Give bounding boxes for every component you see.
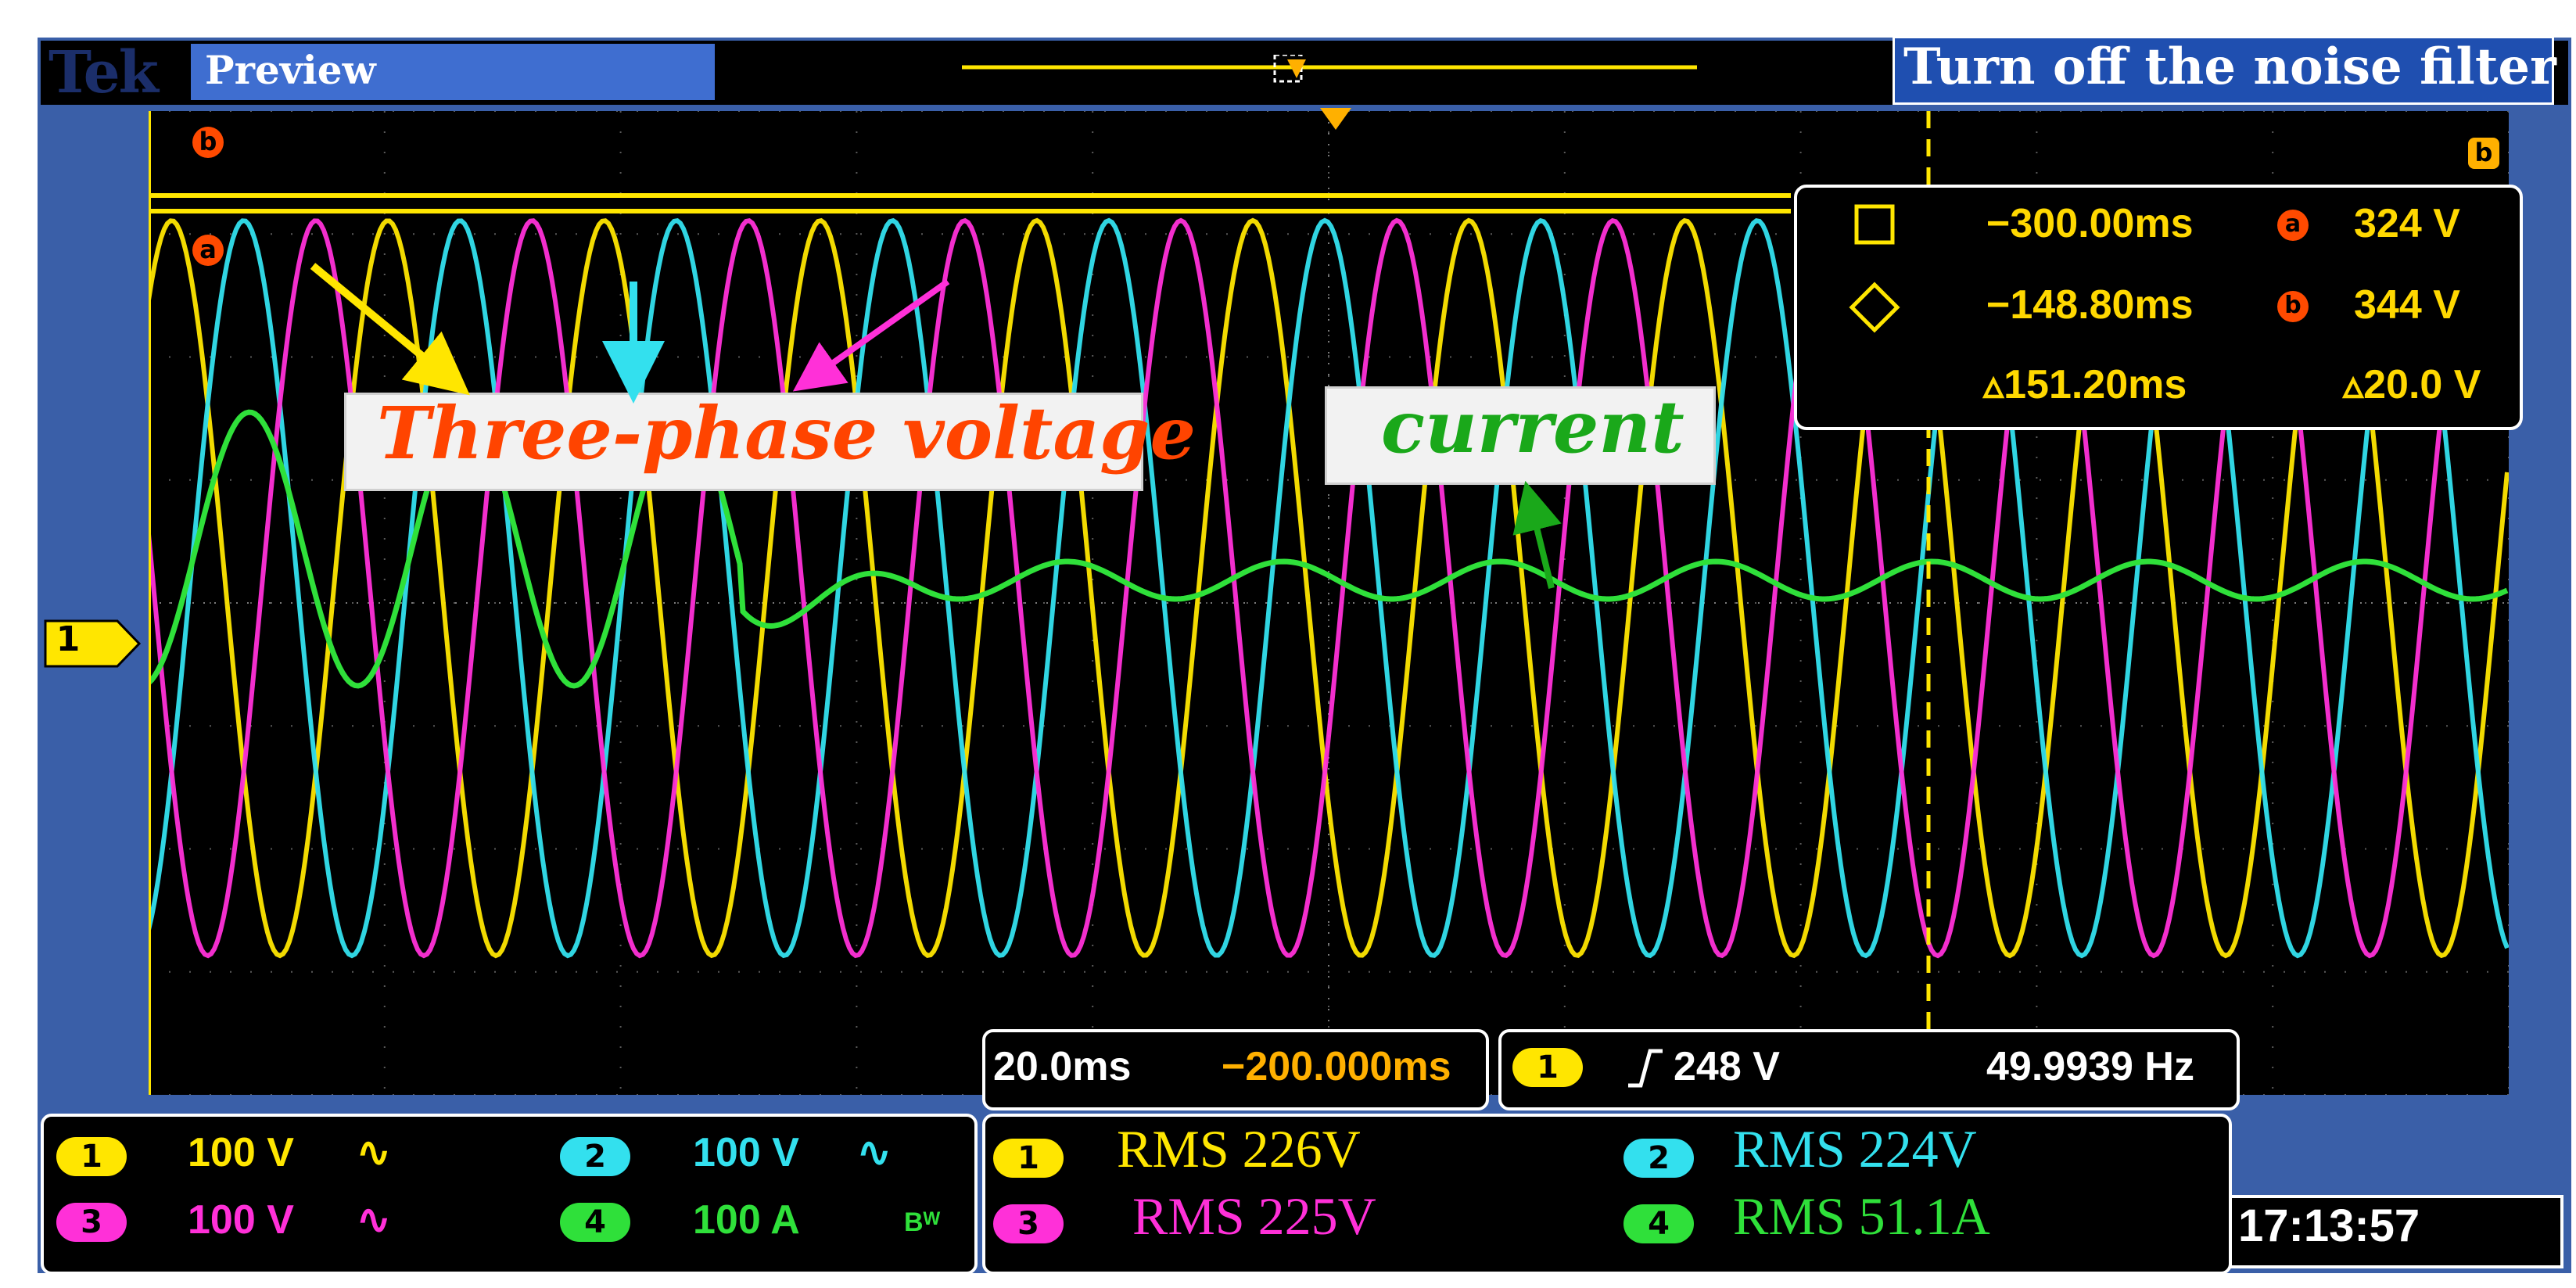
channel-settings-panel[interactable] — [41, 1114, 978, 1275]
measurement-panel[interactable] — [982, 1114, 2232, 1275]
channel-3-coupling-icon: ∿ — [357, 1197, 391, 1243]
channel-2-trace — [149, 217, 2509, 959]
record-overview-bar[interactable] — [938, 55, 1720, 109]
channel-4-badge[interactable]: 4 — [560, 1203, 630, 1242]
measurement-4-badge: 4 — [1623, 1204, 1694, 1243]
cursor-b-marker[interactable]: b — [192, 127, 224, 158]
current-annotation-box — [1325, 386, 1716, 485]
cursor-b-right-label: b — [2474, 138, 2493, 167]
channel-4-waveform — [149, 409, 2509, 689]
cursor-b-right-marker[interactable]: b — [2468, 138, 2499, 169]
measurement-1-badge: 1 — [993, 1139, 1064, 1178]
trigger-source-badge: 1 — [1512, 1048, 1583, 1087]
cursor-a-badge-icon: a — [2277, 210, 2309, 241]
measurement-3-value: RMS 225V — [1132, 1186, 1376, 1246]
cursor-b-marker-label: b — [199, 127, 217, 156]
cursor-b-value: 344 V — [2354, 282, 2460, 328]
channel-3-badge[interactable]: 3 — [56, 1203, 127, 1242]
cursor-lines[interactable] — [149, 111, 1931, 1095]
voltage-annotation-box — [344, 393, 1143, 491]
cursor-readout-panel[interactable] — [1794, 185, 2523, 430]
clock: 17:13:57 — [2238, 1200, 2420, 1251]
clock-box — [2229, 1195, 2563, 1268]
trigger-frequency: 49.9939 Hz — [1986, 1044, 2194, 1089]
trigger-level: 248 V — [1674, 1044, 1780, 1089]
mode-tab[interactable] — [191, 44, 715, 100]
channel-4-bandwidth-icon: Bᵂ — [904, 1207, 941, 1237]
channel-3-scale: 100 V — [188, 1197, 294, 1243]
channel-2-waveform — [149, 217, 2509, 959]
channel-1-scale: 100 V — [188, 1130, 294, 1175]
delta-value: ▵20.0 V — [2343, 362, 2481, 407]
timebase-position: −200.000ms — [1222, 1044, 1451, 1089]
mode-tab-label: Preview — [205, 47, 376, 93]
cursor2-time: −148.80ms — [1986, 282, 2194, 328]
measurement-3-badge: 3 — [993, 1204, 1064, 1243]
cursor-a-value: 324 V — [2354, 201, 2460, 246]
trigger-panel[interactable] — [1498, 1029, 2240, 1110]
channel-4-trace — [149, 409, 2509, 689]
timebase-panel[interactable] — [982, 1029, 1489, 1110]
channel-2-coupling-icon: ∿ — [857, 1130, 892, 1175]
channel-3-trace — [149, 217, 2509, 959]
status-banner-text: Turn off the noise filter — [1903, 38, 2556, 96]
measurement-4-value: RMS 51.1A — [1733, 1186, 1990, 1246]
cursor-diamond-icon — [1849, 282, 1900, 333]
arrow-current — [1512, 480, 1562, 589]
tek-logo: Tek — [48, 39, 159, 106]
arrow-phase-a — [310, 263, 470, 396]
measurement-2-value: RMS 224V — [1733, 1119, 1977, 1179]
channel-1-reference-marker[interactable] — [42, 616, 144, 671]
arrow-phase-c — [792, 278, 950, 392]
cursor-b-badge-icon: b — [2277, 291, 2309, 322]
channel-1-reference-label: 1 — [56, 619, 81, 659]
cursor-a-marker[interactable]: a — [192, 235, 224, 266]
channel-2-scale: 100 V — [693, 1130, 799, 1175]
current-annotation-text: current — [1381, 385, 1684, 469]
channel-3-waveform — [149, 217, 2509, 959]
rising-edge-icon — [1628, 1049, 1663, 1088]
cursor1-time: −300.00ms — [1986, 201, 2194, 246]
channel-1-badge[interactable]: 1 — [56, 1137, 127, 1176]
channel-4-scale: 100 A — [693, 1197, 800, 1243]
cursor-b-badge-label: b — [2284, 292, 2302, 319]
measurement-2-badge: 2 — [1623, 1139, 1694, 1178]
cursor-a-badge-label: a — [2284, 210, 2302, 238]
status-banner — [1893, 36, 2554, 105]
timebase-scale: 20.0ms — [993, 1044, 1132, 1089]
channel-1-coupling-icon: ∿ — [357, 1130, 391, 1175]
measurement-1-value: RMS 226V — [1117, 1119, 1361, 1179]
cursor-a-marker-label: a — [199, 235, 217, 264]
channel-2-badge[interactable]: 2 — [560, 1137, 630, 1176]
cursor-square-icon — [1854, 204, 1895, 245]
trigger-position-marker[interactable] — [1318, 106, 1353, 133]
voltage-annotation-text: Three-phase voltage — [377, 391, 1196, 475]
delta-time: ▵151.20ms — [1983, 362, 2187, 407]
